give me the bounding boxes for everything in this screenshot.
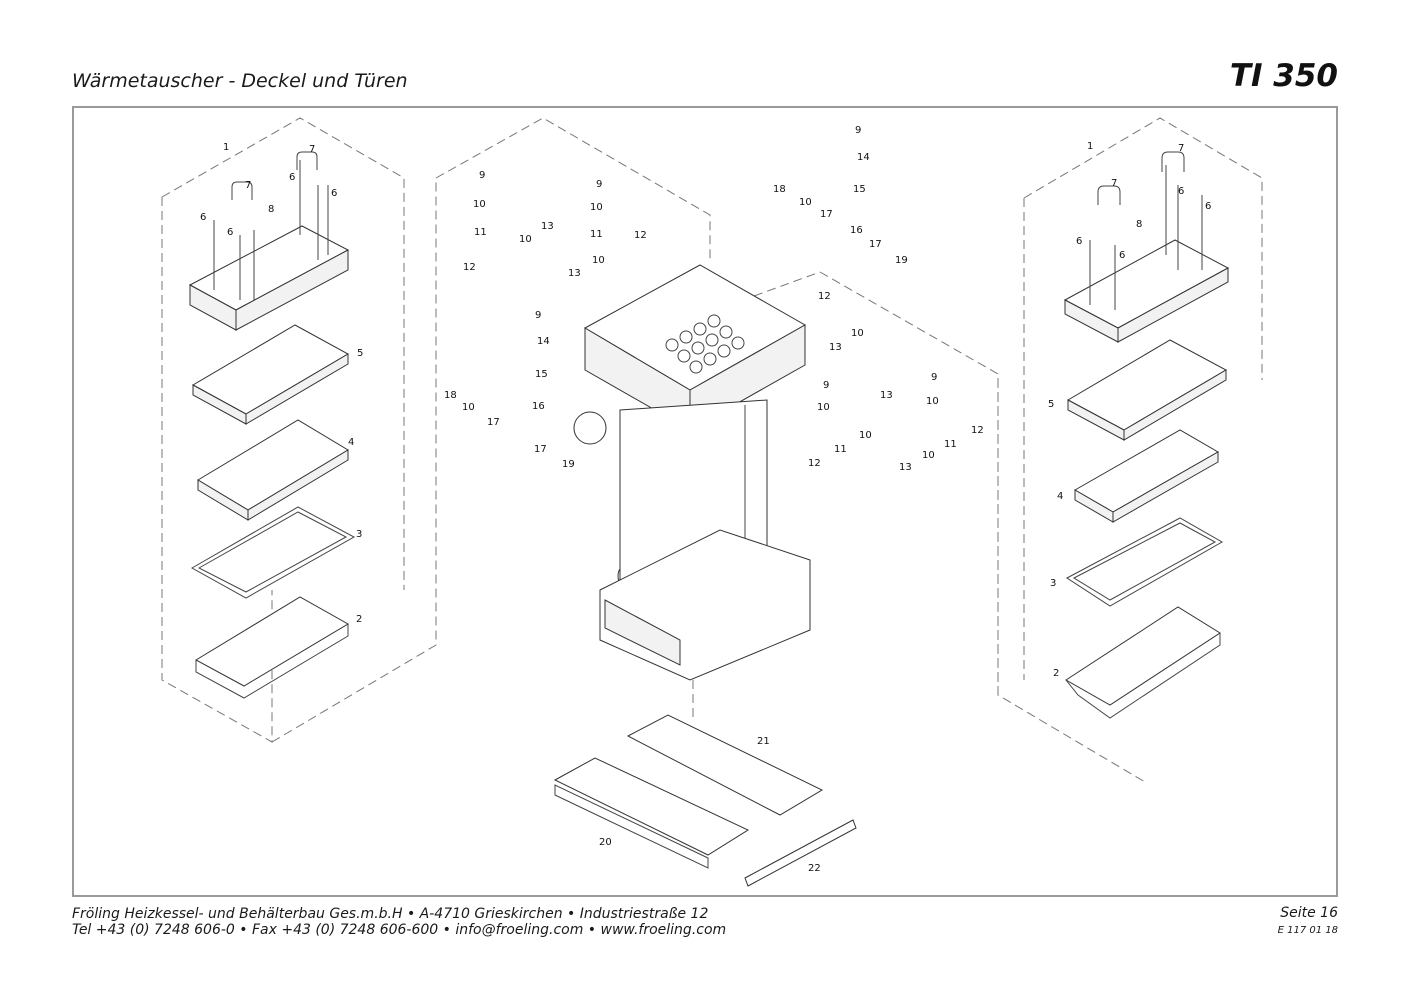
label-6: 6 — [1076, 236, 1082, 247]
label-18: 18 — [773, 184, 786, 195]
label-2: 2 — [1053, 668, 1059, 679]
label-6: 6 — [289, 172, 295, 183]
label-6: 6 — [1178, 186, 1184, 197]
label-12: 12 — [808, 458, 821, 469]
label-17: 17 — [534, 444, 547, 455]
tube-grid — [665, 314, 745, 374]
label-3: 3 — [1050, 578, 1056, 589]
label-10: 10 — [817, 402, 830, 413]
label-21: 21 — [757, 736, 770, 747]
label-7: 7 — [245, 180, 251, 191]
label-4: 4 — [348, 437, 354, 448]
label-12: 12 — [818, 291, 831, 302]
label-12: 12 — [463, 262, 476, 273]
label-1: 1 — [1087, 141, 1093, 152]
label-12: 12 — [634, 230, 647, 241]
bottom-plates — [553, 714, 857, 887]
label-13: 13 — [568, 268, 581, 279]
label-6: 6 — [1205, 201, 1211, 212]
label-11: 11 — [590, 229, 603, 240]
model-name: TI 350 — [1229, 58, 1338, 94]
label-8: 8 — [268, 204, 274, 215]
label-7: 7 — [309, 144, 315, 155]
label-1: 1 — [223, 142, 229, 153]
label-19: 19 — [562, 459, 575, 470]
label-14: 14 — [537, 336, 550, 347]
label-5: 5 — [1048, 399, 1054, 410]
label-3: 3 — [356, 529, 362, 540]
label-10: 10 — [592, 255, 605, 266]
label-9: 9 — [596, 179, 602, 190]
label-17: 17 — [487, 417, 500, 428]
label-9: 9 — [823, 380, 829, 391]
label-4: 4 — [1057, 491, 1063, 502]
label-10: 10 — [851, 328, 864, 339]
label-10: 10 — [926, 396, 939, 407]
label-15: 15 — [853, 184, 866, 195]
label-17: 17 — [869, 239, 882, 250]
label-9: 9 — [479, 170, 485, 181]
label-10: 10 — [799, 197, 812, 208]
label-16: 16 — [532, 401, 545, 412]
label-17: 17 — [820, 209, 833, 220]
label-13: 13 — [880, 390, 893, 401]
label-7: 7 — [1111, 178, 1117, 189]
label-11: 11 — [834, 444, 847, 455]
drawing-frame — [72, 106, 1338, 897]
label-19: 19 — [895, 255, 908, 266]
label-18: 18 — [444, 390, 457, 401]
label-6: 6 — [331, 188, 337, 199]
label-13: 13 — [899, 462, 912, 473]
label-7: 7 — [1178, 143, 1184, 154]
label-8: 8 — [1136, 219, 1142, 230]
label-6: 6 — [200, 212, 206, 223]
label-9: 9 — [931, 372, 937, 383]
label-5: 5 — [357, 348, 363, 359]
page-number: Seite 16 — [1280, 905, 1338, 921]
label-10: 10 — [473, 199, 486, 210]
footer-contact: Tel +43 (0) 7248 606-0 • Fax +43 (0) 724… — [72, 922, 727, 938]
part-labels: 1 7 6 6 7 8 6 6 5 4 3 2 9 10 11 12 10 13… — [200, 125, 1211, 874]
label-16: 16 — [850, 225, 863, 236]
left-door-assembly — [161, 117, 437, 743]
label-10: 10 — [859, 430, 872, 441]
label-22: 22 — [808, 863, 821, 874]
label-9: 9 — [855, 125, 861, 136]
label-13: 13 — [829, 342, 842, 353]
label-14: 14 — [857, 152, 870, 163]
label-11: 11 — [474, 227, 487, 238]
label-10: 10 — [519, 234, 532, 245]
label-10: 10 — [590, 202, 603, 213]
label-10: 10 — [922, 450, 935, 461]
heat-exchanger-body — [435, 117, 1146, 783]
right-door-assembly — [997, 117, 1263, 719]
label-6: 6 — [1119, 250, 1125, 261]
footer-company-address: Fröling Heizkessel- und Behälterbau Ges.… — [72, 906, 709, 922]
label-13: 13 — [541, 221, 554, 232]
page-title: Wärmetauscher - Deckel und Türen — [72, 70, 408, 92]
label-20: 20 — [599, 837, 612, 848]
label-10: 10 — [462, 402, 475, 413]
label-2: 2 — [356, 614, 362, 625]
label-6: 6 — [227, 227, 233, 238]
label-12: 12 — [971, 425, 984, 436]
label-15: 15 — [535, 369, 548, 380]
document-code: E 117 01 18 — [1277, 925, 1338, 936]
label-11: 11 — [944, 439, 957, 450]
label-9: 9 — [535, 310, 541, 321]
